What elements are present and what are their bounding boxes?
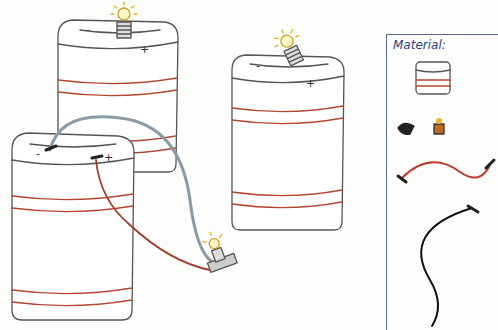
terminal-sign: - [256, 60, 260, 71]
terminal-sign: + [306, 78, 315, 89]
flat-battery [12, 133, 134, 320]
terminal-sign: - [86, 24, 90, 35]
flat-battery [232, 55, 344, 230]
terminal-sign: + [104, 152, 113, 163]
light-bulb [270, 25, 309, 69]
connecting-wire [46, 117, 212, 270]
material-items [398, 62, 494, 326]
panel-heading: Material: [387, 35, 498, 55]
material-box: Material: [386, 34, 498, 330]
terminal-sign: + [140, 44, 149, 55]
terminal-sign: - [36, 148, 40, 159]
bulb-holder [198, 227, 237, 272]
light-bulb [111, 2, 137, 38]
